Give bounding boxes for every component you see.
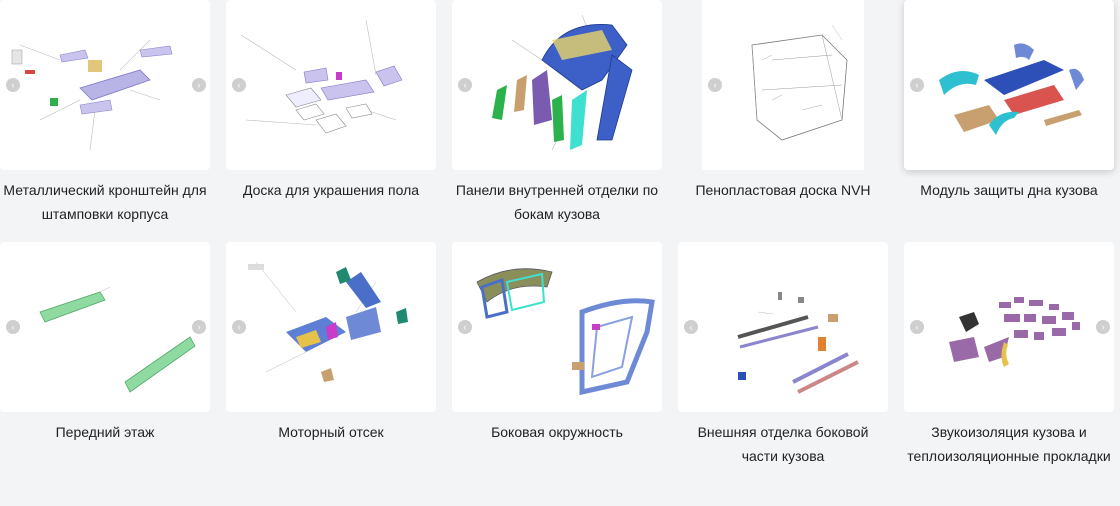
category-card-underbody[interactable]: ‹ Модуль защиты дна кузова [904,0,1114,202]
carousel-prev-button[interactable]: ‹ [708,78,722,92]
category-label[interactable]: Внешняя отделка боковой части кузова [697,424,869,464]
category-card-body-side[interactable]: ‹ Боковая окружность [452,242,662,444]
carousel-prev-button[interactable]: ‹ [6,320,20,334]
underbody-protection-diagram-icon [939,43,1084,135]
category-label[interactable]: Боковая окружность [491,424,623,440]
category-label[interactable]: Панели внутренней отделки по бокам кузов… [455,182,659,222]
category-label[interactable]: Передний этаж [55,424,155,440]
category-label[interactable]: Звукоизоляция кузова и теплоизоляционные… [907,424,1111,464]
category-thumbnail[interactable]: ‹ [226,242,436,412]
category-label[interactable]: Модуль защиты дна кузова [920,182,1098,198]
foam-nvh-board-diagram-icon [751,24,848,141]
carousel-prev-button[interactable]: ‹ [458,320,472,334]
category-card-side-inner-trim[interactable]: ‹ Панели внутренней отделки по бокам куз… [452,0,662,226]
carousel-prev-button[interactable]: ‹ [458,78,472,92]
sound-heat-insulation-diagram-icon [949,297,1080,367]
carousel-prev-button[interactable]: ‹ [910,78,924,92]
category-thumbnail[interactable]: ‹ [452,0,662,170]
side-inner-trim-panel-diagram-icon [492,14,633,151]
exterior-side-trim-diagram-icon [737,292,859,394]
floor-trim-board-diagram-icon [240,19,403,134]
category-thumbnail[interactable]: ‹ [226,0,436,170]
category-card-front-floor[interactable]: ‹ › Передний этаж [0,242,210,444]
category-thumbnail[interactable]: ‹ › [904,242,1114,412]
carousel-prev-button[interactable]: ‹ [684,320,698,334]
bracket-stamping-diagram-icon [11,39,173,151]
category-label[interactable]: Моторный отсек [278,424,384,440]
category-card-engine-bay[interactable]: ‹ Моторный отсек [226,242,436,444]
carousel-next-button[interactable]: › [1096,320,1110,334]
category-thumbnail[interactable]: ‹ › [0,242,210,412]
front-floor-diagram-icon [39,286,196,393]
category-card-floor-trim[interactable]: ‹ Доска для украшения пола [226,0,436,202]
category-card-exterior-side-trim[interactable]: ‹ Внешняя отделка боковой части кузова [678,242,888,468]
carousel-next-button[interactable]: › [192,78,206,92]
category-label[interactable]: Металлический кронштейн для штамповки ко… [3,182,207,222]
category-thumbnail[interactable]: ‹ [678,0,888,170]
carousel-prev-button[interactable]: ‹ [6,78,20,92]
category-card-foam-nvh[interactable]: ‹ Пенопластовая доска NVH [678,0,888,202]
category-thumbnail[interactable]: ‹ [678,242,888,412]
carousel-next-button[interactable]: › [192,320,206,334]
category-label[interactable]: Доска для украшения пола [242,182,420,198]
category-card-insulation[interactable]: ‹ › Звукоизоляция кузова и теплоизоляцио… [904,242,1114,468]
carousel-prev-button[interactable]: ‹ [910,320,924,334]
engine-compartment-diagram-icon [248,261,408,382]
carousel-prev-button[interactable]: ‹ [232,78,246,92]
category-label[interactable]: Пенопластовая доска NVH [695,182,871,198]
category-thumbnail[interactable]: ‹ › [0,0,210,170]
category-thumbnail[interactable]: ‹ [904,0,1114,170]
carousel-prev-button[interactable]: ‹ [232,320,246,334]
category-card-bracket[interactable]: ‹ › Металлический кронштейн для штамповк… [0,0,210,226]
body-side-frame-diagram-icon [476,268,655,396]
category-thumbnail[interactable]: ‹ [452,242,662,412]
